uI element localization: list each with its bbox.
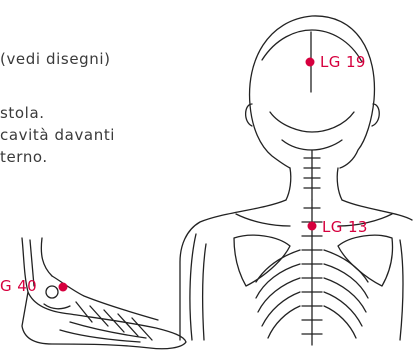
point-lg19-label: LG 19 (320, 53, 366, 71)
foot-illustration (22, 238, 186, 349)
point-g40-marker (59, 283, 68, 292)
point-lg13-label: LG 13 (322, 218, 368, 236)
back-figure-illustration (180, 16, 412, 345)
point-lg13-marker (308, 222, 317, 231)
point-g40-label: G 40 (0, 277, 37, 295)
point-lg19-marker (306, 58, 315, 67)
